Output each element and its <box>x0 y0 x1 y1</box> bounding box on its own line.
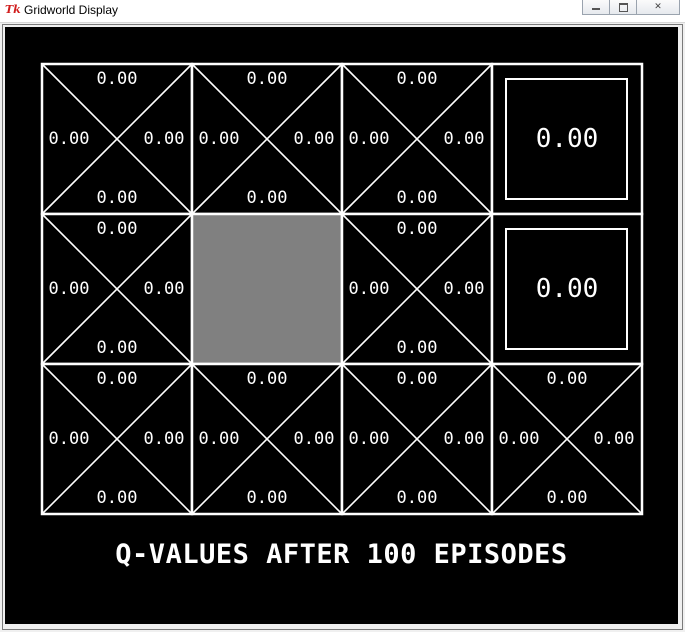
cell-diagonal <box>191 63 343 215</box>
q-value-north: 0.00 <box>397 369 438 389</box>
q-value-east: 0.00 <box>294 429 335 449</box>
q-value-east: 0.00 <box>594 429 635 449</box>
wall-cell <box>190 212 344 366</box>
cell-diagonal <box>341 363 493 515</box>
q-value-west: 0.00 <box>349 129 390 149</box>
terminal-box <box>505 78 628 200</box>
q-value-south: 0.00 <box>397 488 438 508</box>
q-value-east: 0.00 <box>444 429 485 449</box>
q-value-west: 0.00 <box>349 429 390 449</box>
cell-diagonal <box>341 63 493 215</box>
q-value-west: 0.00 <box>49 279 90 299</box>
tk-feather-icon: Tk <box>5 3 21 16</box>
cell-diagonal <box>41 63 193 215</box>
q-value-west: 0.00 <box>49 429 90 449</box>
q-value-west: 0.00 <box>49 129 90 149</box>
terminal-value: 0.00 <box>536 274 599 304</box>
minimize-icon <box>592 8 600 10</box>
q-value-west: 0.00 <box>499 429 540 449</box>
q-value-south: 0.00 <box>97 488 138 508</box>
maximize-button[interactable] <box>610 0 637 15</box>
cell-diagonal <box>191 363 343 515</box>
terminal-box <box>505 228 628 350</box>
q-value-east: 0.00 <box>144 429 185 449</box>
q-value-east: 0.00 <box>444 279 485 299</box>
cell-diagonal <box>491 363 643 515</box>
q-value-south: 0.00 <box>247 188 288 208</box>
gridworld-grid: 0.00 0.00 0.00 0.00 0.00 0.00 0.00 0.00 0.00 0.00… <box>40 62 644 516</box>
q-value-south: 0.00 <box>397 338 438 358</box>
q-value-east: 0.00 <box>144 279 185 299</box>
q-value-south: 0.00 <box>97 188 138 208</box>
q-value-east: 0.00 <box>294 129 335 149</box>
q-value-west: 0.00 <box>199 429 240 449</box>
grid-cell <box>490 62 644 216</box>
minimize-button[interactable] <box>582 0 610 15</box>
q-value-east: 0.00 <box>144 129 185 149</box>
cell-diagonal <box>341 213 493 365</box>
close-icon: ✕ <box>654 2 662 12</box>
window-controls: ✕ <box>582 0 680 15</box>
q-value-west: 0.00 <box>349 279 390 299</box>
q-value-north: 0.00 <box>397 69 438 89</box>
q-value-north: 0.00 <box>247 69 288 89</box>
gridworld-canvas: 0.00 0.00 0.00 0.00 0.00 0.00 0.00 0.00 0.00 0.00… <box>5 27 678 624</box>
q-value-north: 0.00 <box>397 219 438 239</box>
q-value-south: 0.00 <box>397 188 438 208</box>
window-title: Gridworld Display <box>24 3 119 17</box>
grid-caption: Q-VALUES AFTER 100 EPISODES <box>115 539 568 570</box>
q-value-north: 0.00 <box>97 69 138 89</box>
close-button[interactable]: ✕ <box>637 0 680 15</box>
q-value-north: 0.00 <box>247 369 288 389</box>
q-value-south: 0.00 <box>97 338 138 358</box>
q-value-south: 0.00 <box>547 488 588 508</box>
terminal-value: 0.00 <box>536 124 599 154</box>
cell-diagonal <box>41 363 193 515</box>
window-titlebar[interactable]: Tk Gridworld Display ✕ <box>0 0 685 23</box>
q-value-north: 0.00 <box>547 369 588 389</box>
cell-diagonal <box>41 213 193 365</box>
q-value-north: 0.00 <box>97 369 138 389</box>
q-value-south: 0.00 <box>247 488 288 508</box>
q-value-north: 0.00 <box>97 219 138 239</box>
q-value-west: 0.00 <box>199 129 240 149</box>
maximize-icon <box>618 2 628 12</box>
q-value-east: 0.00 <box>444 129 485 149</box>
